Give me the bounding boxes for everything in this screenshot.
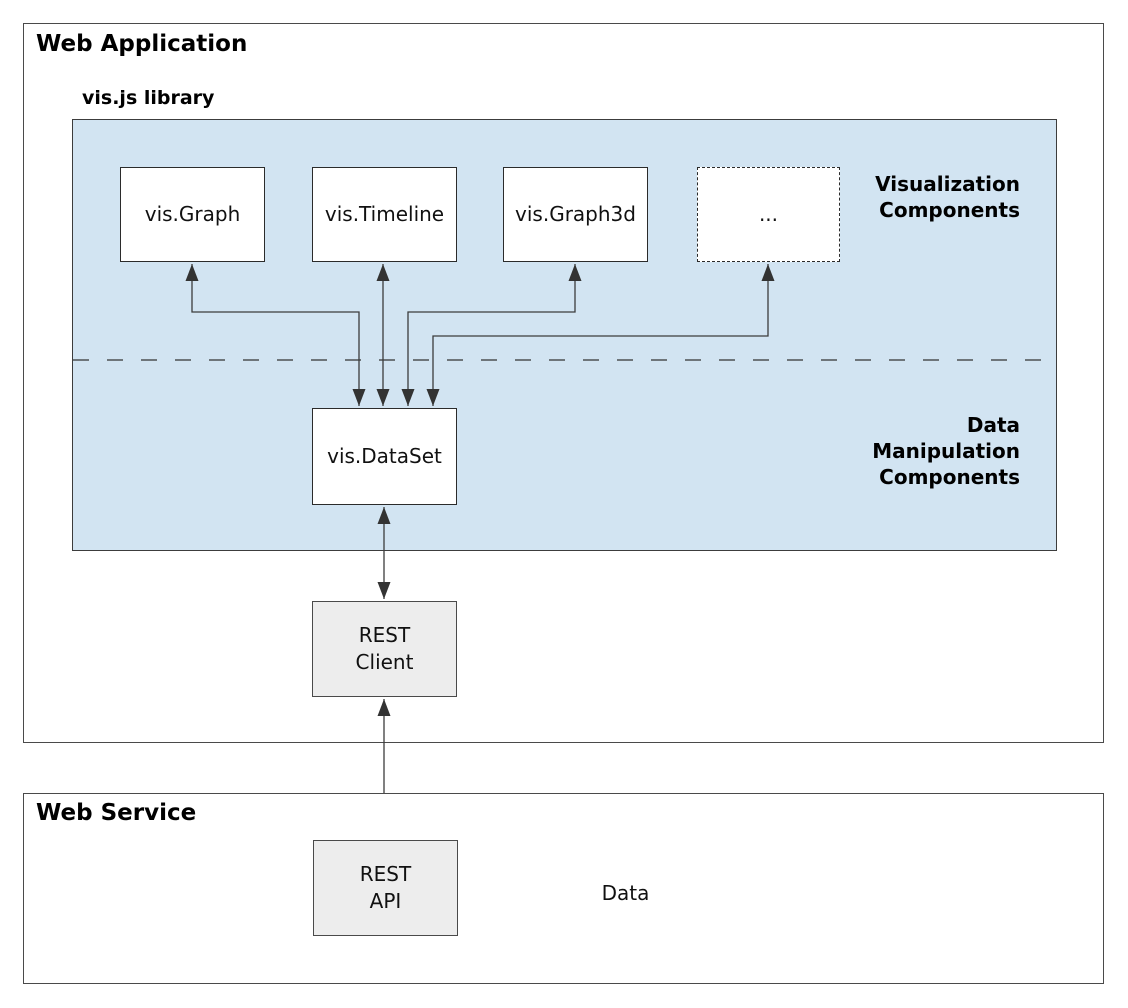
data-manipulation-components-label: Data Manipulation Components [872,413,1020,489]
node-vis-dataset: vis.DataSet [312,408,457,505]
node-vis-graph3d: vis.Graph3d [503,167,648,262]
node-vis-timeline: vis.Timeline [312,167,457,262]
visualization-components-label: Visualization Components [875,172,1020,222]
web-service-panel [23,793,1104,984]
visjs-library-title: vis.js library [82,87,215,109]
web-application-title: Web Application [36,31,248,57]
node-rest-api: REST API [313,840,458,936]
node-vis-more: ... [697,167,840,262]
data-store-label: Data [601,881,650,905]
node-vis-graph: vis.Graph [120,167,265,262]
web-service-title: Web Service [36,800,197,826]
node-rest-client: REST Client [312,601,457,697]
